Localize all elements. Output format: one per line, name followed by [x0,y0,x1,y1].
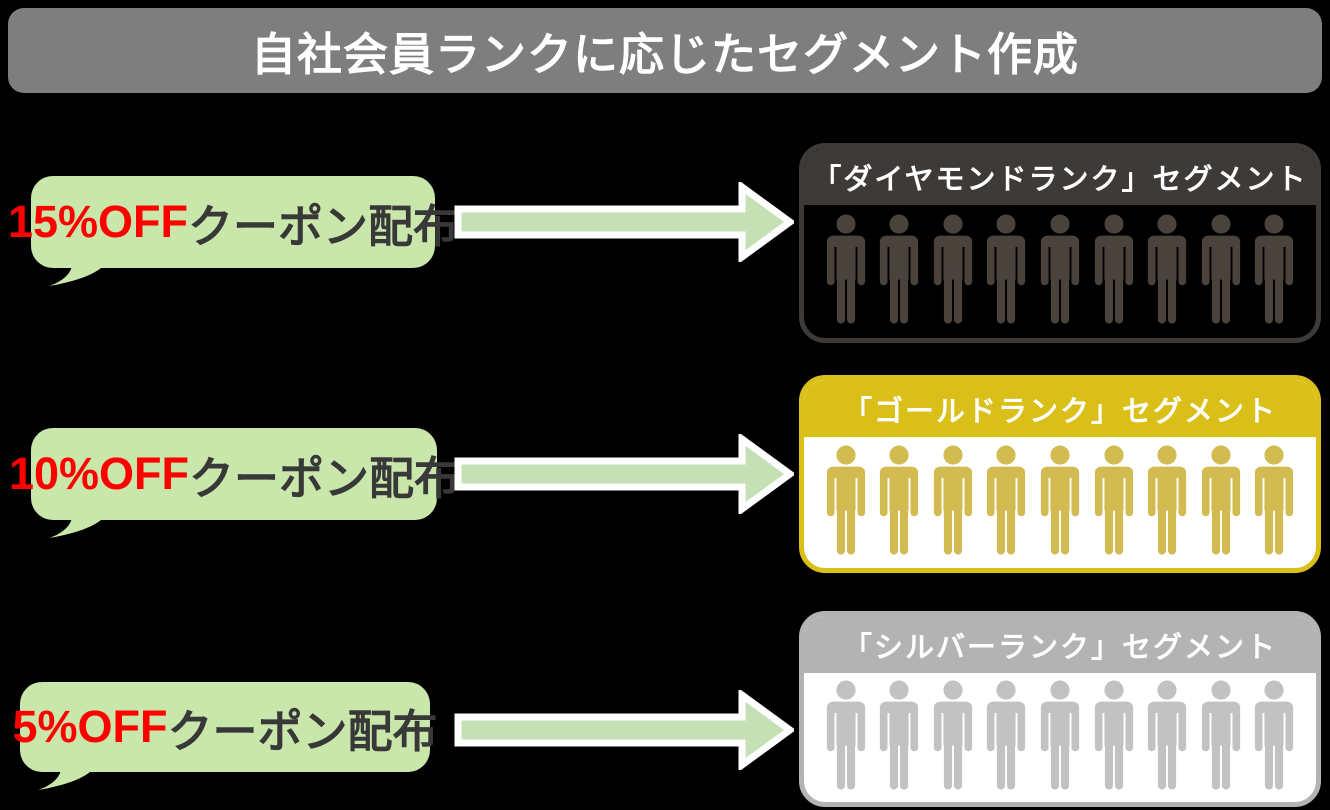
person-icon [877,444,921,558]
segment-box-diamond: 「ダイヤモンドランク」セグメント [799,143,1321,343]
page-title: 自社会員ランクに応じたセグメント作成 [250,29,1079,80]
segment-header: 「シルバーランク」セグメント [804,616,1316,673]
person-icon [931,213,975,327]
person-icon [877,679,921,793]
person-icon [1092,444,1136,558]
person-icon [984,444,1028,558]
person-icon [1252,444,1296,558]
person-icon [824,213,868,327]
bubble-tail-icon [38,770,92,790]
segment-people [804,673,1316,802]
discount-text: 5%OFF [12,701,168,752]
person-icon [1092,213,1136,327]
segment-title: 「ゴールドランク」セグメント [842,395,1277,428]
title-bar: 自社会員ランクに応じたセグメント作成 [8,8,1322,93]
person-icon [824,679,868,793]
person-icon [877,213,921,327]
person-icon [1199,444,1243,558]
person-icon [1092,679,1136,793]
person-icon [1199,213,1243,327]
segment-people [804,437,1316,568]
segment-title: 「シルバーランク」セグメント [842,631,1277,664]
bubble-label: クーポン配布 [167,705,438,757]
person-icon [824,444,868,558]
segment-box-silver: 「シルバーランク」セグメント [799,611,1321,807]
segment-people [804,205,1316,338]
person-icon [1145,679,1189,793]
discount-text: 10%OFF [8,448,190,499]
arrow-right-icon [454,182,794,262]
segment-header: 「ゴールドランク」セグメント [804,380,1316,437]
person-icon [1038,213,1082,327]
person-icon [1145,444,1189,558]
person-icon [984,213,1028,327]
person-icon [931,679,975,793]
bubble-tail-icon [49,518,103,538]
bubble-label: クーポン配布 [188,200,459,252]
segment-box-gold: 「ゴールドランク」セグメント [799,375,1321,573]
person-icon [1038,444,1082,558]
person-icon [1199,679,1243,793]
person-icon [1252,213,1296,327]
discount-text: 15%OFF [7,196,189,247]
person-icon [1145,213,1189,327]
segment-header: 「ダイヤモンドランク」セグメント [804,148,1316,205]
bubble-label: クーポン配布 [189,452,460,504]
person-icon [1038,679,1082,793]
arrow-right-icon [454,434,794,514]
person-icon [1252,679,1296,793]
person-icon [984,679,1028,793]
person-icon [931,444,975,558]
arrow-right-icon [454,690,794,770]
bubble-tail-icon [49,266,103,286]
segment-title: 「ダイヤモンドランク」セグメント [812,163,1308,196]
